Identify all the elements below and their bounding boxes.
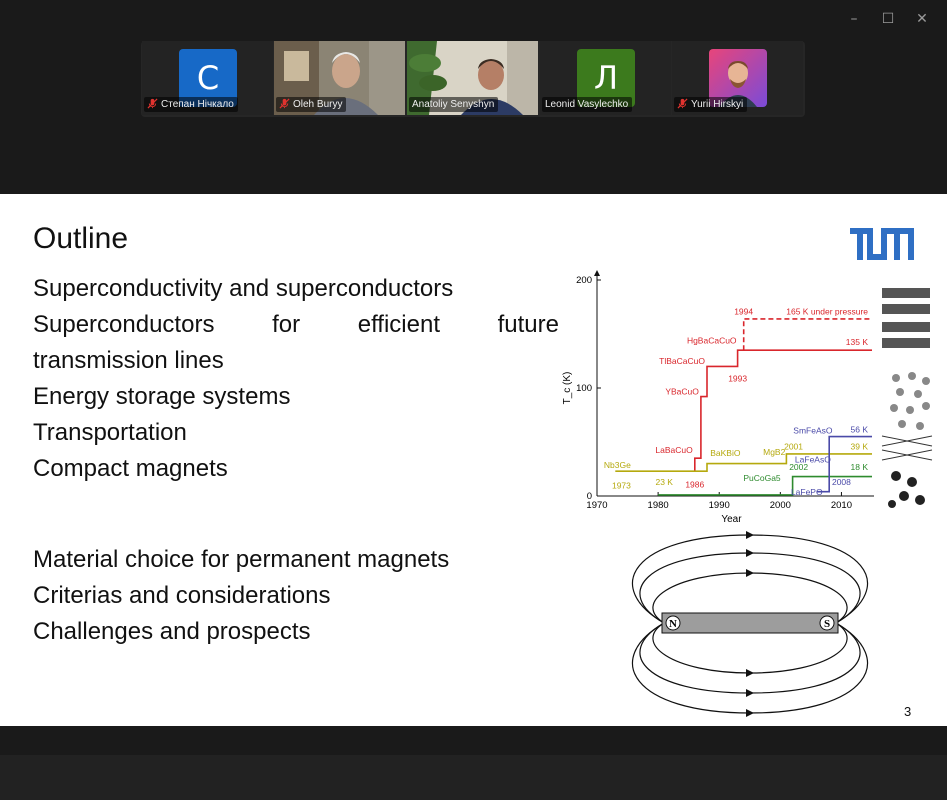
- y-tick-label: 0: [587, 491, 592, 502]
- series-line: [615, 453, 872, 472]
- bullet-item: Compact magnets: [33, 455, 228, 482]
- participant-name-label: Leonid Vasylechko: [542, 97, 633, 112]
- maximize-button[interactable]: ☐: [881, 11, 895, 27]
- x-axis-label: Year: [721, 514, 742, 525]
- south-pole-label: S: [824, 618, 830, 630]
- bullet-word: efficient: [357, 311, 440, 338]
- series-data-label: 2008: [832, 477, 851, 487]
- series-line: [694, 349, 872, 472]
- participant-tile[interactable]: Л Leonid Vasylechko: [540, 41, 671, 115]
- series-data-label: 2002: [789, 462, 808, 472]
- series-data-label: LaFeAsO: [795, 455, 831, 465]
- participant-strip: С Степан Нічкало Oleh Buryy: [141, 41, 805, 117]
- close-button[interactable]: ✕: [916, 11, 928, 27]
- participant-name-label: Степан Нічкало: [144, 97, 238, 112]
- participant-name: Oleh Buryy: [293, 99, 343, 110]
- minimize-button[interactable]: –: [850, 11, 858, 27]
- series-data-label: 1973: [612, 480, 631, 490]
- x-tick-label: 2010: [831, 500, 852, 511]
- slide-page-number: 3: [904, 704, 912, 719]
- participant-name-label: Anatoliy Senyshyn: [409, 97, 499, 112]
- x-tick-label: 1980: [648, 500, 669, 511]
- bullet-item: Superconductivity and superconductors: [33, 275, 454, 302]
- participant-name: Yurii Hirskyi: [691, 99, 744, 110]
- series-data-label: 135 K: [846, 337, 869, 347]
- series-data-label: 39 K: [851, 442, 869, 452]
- y-axis-arrow: [594, 270, 600, 276]
- x-tick-label: 1990: [709, 500, 730, 511]
- series-data-label: 165 K under pressure: [786, 307, 868, 317]
- series-data-label: LaFePO: [791, 487, 823, 497]
- slide-title: Outline: [33, 222, 129, 255]
- bullet-word: for: [272, 311, 301, 338]
- series-data-label: 18 K: [851, 462, 869, 472]
- avatar: [709, 49, 767, 107]
- series-data-label: YBaCuO: [665, 386, 699, 396]
- series-data-label: 56 K: [851, 424, 869, 434]
- muted-mic-icon: [279, 98, 290, 109]
- x-tick-label: 2000: [770, 500, 791, 511]
- bar-magnet-field-diagram: N S: [632, 531, 868, 717]
- meeting-bottom-bar: [0, 755, 947, 800]
- series-data-label: PuCoGa5: [743, 473, 781, 483]
- x-tick-label: 1970: [586, 500, 607, 511]
- muted-mic-icon: [147, 98, 158, 109]
- tum-logo: [850, 228, 914, 260]
- participant-tile-active-speaker[interactable]: Anatoliy Senyshyn: [407, 41, 538, 115]
- crystal-structures-illustration: [881, 288, 933, 508]
- north-pole-label: N: [669, 618, 677, 630]
- bullet-item: Challenges and prospects: [33, 618, 311, 645]
- bullet-item: Superconductors for efficient future: [33, 311, 559, 339]
- participant-name: Anatoliy Senyshyn: [412, 99, 495, 110]
- bullet-item: Material choice for permanent magnets: [33, 546, 450, 573]
- bullet-item: Energy storage systems: [33, 383, 291, 410]
- series-data-label: Nb3Ge: [604, 460, 631, 470]
- series-data-label: 1994: [734, 307, 753, 317]
- muted-mic-icon: [677, 98, 688, 109]
- series-data-label: HgBaCaCuO: [687, 336, 737, 346]
- y-axis-label: T_c (K): [562, 372, 573, 405]
- bullet-word: Superconductors: [33, 311, 215, 338]
- series-data-label: BaKBiO: [710, 448, 741, 458]
- series-line: [658, 475, 872, 496]
- y-tick-label: 100: [576, 383, 592, 394]
- series-data-label: 1993: [728, 374, 747, 384]
- series-data-label: 2001: [784, 442, 803, 452]
- series-data-label: 1986: [685, 479, 704, 489]
- participant-tile[interactable]: Yurii Hirskyi: [672, 41, 803, 115]
- participant-name: Степан Нічкало: [161, 99, 234, 110]
- shared-screen-slide: Outline Superconductivity and supercondu…: [0, 194, 947, 726]
- bullet-item: Transportation: [33, 419, 187, 446]
- participant-tile[interactable]: С Степан Нічкало: [142, 41, 273, 115]
- y-tick-label: 200: [576, 275, 592, 286]
- bullet-word: future: [497, 311, 559, 338]
- bullet-item: Criterias and considerations: [33, 582, 331, 609]
- participant-name-label: Oleh Buryy: [276, 97, 347, 112]
- series-data-label: 23 K: [655, 477, 673, 487]
- series-line: [817, 435, 872, 493]
- series-line: [742, 318, 872, 351]
- participant-name-label: Yurii Hirskyi: [674, 97, 748, 112]
- bullet-item: transmission lines: [33, 347, 224, 374]
- series-data-label: MgB2: [763, 447, 785, 457]
- series-data-label: TlBaCaCuO: [659, 356, 705, 366]
- series-data-label: SmFeAsO: [793, 425, 833, 435]
- window-titlebar: – ☐ ✕: [0, 0, 947, 40]
- series-data-label: LaBaCuO: [655, 445, 693, 455]
- participant-tile[interactable]: Oleh Buryy: [274, 41, 405, 115]
- participant-name: Leonid Vasylechko: [545, 99, 629, 110]
